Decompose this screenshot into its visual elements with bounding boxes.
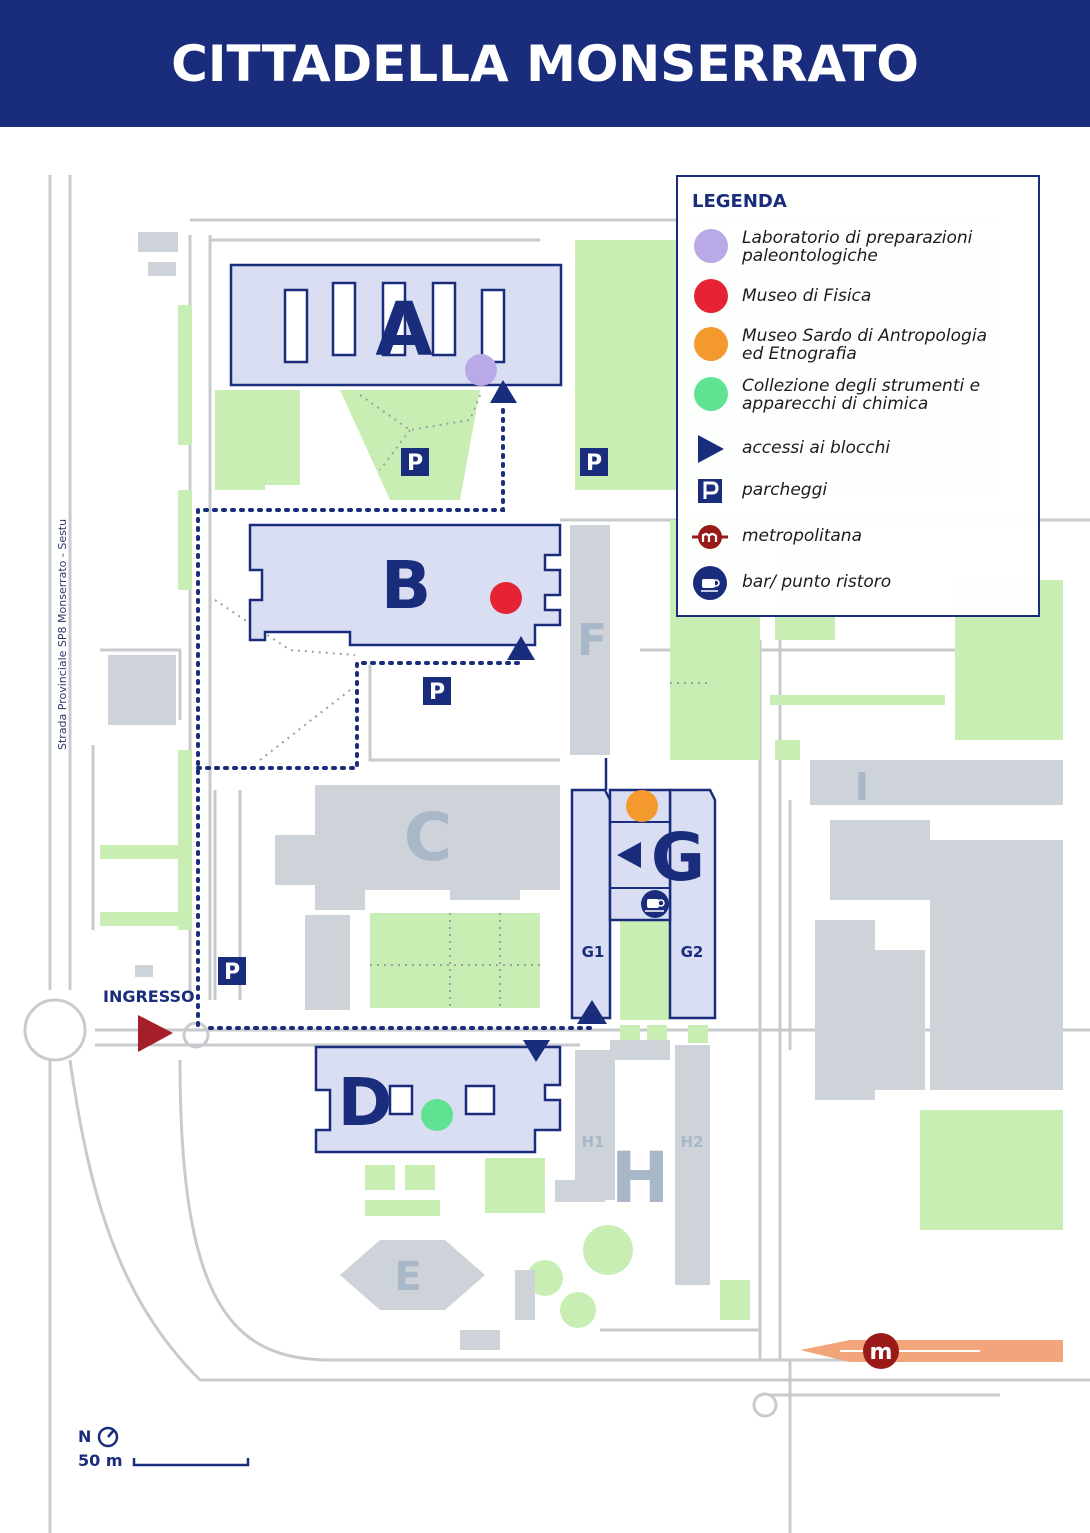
poi-physics-museum[interactable] bbox=[490, 582, 522, 614]
building-openings bbox=[283, 281, 506, 1116]
parking-markers: P P P P bbox=[218, 448, 608, 985]
legend-text: Collezione degli strumenti e bbox=[742, 376, 981, 396]
entrance-label: INGRESSO bbox=[103, 987, 195, 1006]
legend-text: paleontologiche bbox=[742, 246, 878, 266]
footpaths bbox=[214, 394, 710, 1008]
access-G-icon bbox=[577, 1000, 607, 1024]
poi-anthro-museum[interactable] bbox=[626, 790, 658, 822]
parking-icon: P bbox=[586, 451, 602, 476]
legend-text: Museo Sardo di Antropologia bbox=[742, 326, 987, 346]
label-H1: H1 bbox=[582, 1133, 605, 1151]
parking-icon: P bbox=[407, 451, 423, 476]
metro-station: m bbox=[800, 1333, 1063, 1369]
entrance-arrow-icon bbox=[138, 1015, 173, 1052]
poi-paleo-lab[interactable] bbox=[465, 354, 497, 386]
access-triangles bbox=[490, 380, 641, 1062]
label-E: E bbox=[394, 1254, 421, 1300]
roundabout-small bbox=[182, 1021, 210, 1049]
legend-item-metro: metropolitana bbox=[692, 519, 1032, 563]
legend-text: metropolitana bbox=[742, 526, 862, 546]
legend: LEGENDA Laboratorio di preparazioni pale… bbox=[676, 175, 1040, 617]
legend-item-bar: bar/ punto ristoro bbox=[692, 565, 1032, 609]
legend-text: accessi ai blocchi bbox=[742, 438, 891, 458]
legend-text: Laboratorio di preparazioni bbox=[742, 228, 973, 248]
legend-dot-anthro-museum bbox=[694, 327, 728, 361]
label-D: D bbox=[338, 1064, 393, 1141]
roundabout-south bbox=[752, 1392, 778, 1418]
page-title: CITTADELLA MONSERRATO bbox=[171, 34, 919, 93]
legend-item-paleo-lab: Laboratorio di preparazioni paleontologi… bbox=[692, 229, 1032, 273]
legend-text: Museo di Fisica bbox=[742, 286, 872, 306]
building-letters: A B C D E F G G1 G2 H H1 H2 I bbox=[338, 287, 869, 1300]
legend-dot-paleo-lab bbox=[694, 229, 728, 263]
header-banner: CITTADELLA MONSERRATO bbox=[0, 0, 1090, 127]
compass-icon bbox=[97, 1426, 119, 1448]
scale-distance: 50 m bbox=[78, 1451, 123, 1470]
access-triangle-icon bbox=[698, 435, 724, 463]
label-H2: H2 bbox=[681, 1133, 704, 1151]
parking-icon: P bbox=[429, 680, 445, 705]
legend-title: LEGENDA bbox=[692, 191, 787, 212]
label-F: F bbox=[577, 615, 607, 666]
building-G1 bbox=[570, 788, 612, 1020]
legend-text: apparecchi di chimica bbox=[742, 394, 929, 414]
road-label: Strada Provinciale SP8 Monserrato - Sest… bbox=[56, 519, 69, 750]
label-G1: G1 bbox=[582, 943, 605, 961]
north-label: N bbox=[78, 1427, 92, 1446]
label-G: G bbox=[651, 819, 705, 896]
legend-item-physics-museum: Museo di Fisica bbox=[692, 279, 1032, 323]
legend-text: parcheggi bbox=[742, 480, 828, 500]
label-H: H bbox=[611, 1137, 670, 1219]
metro-icon bbox=[692, 525, 728, 549]
grey-buildings bbox=[108, 232, 1063, 1350]
access-G-centre-icon bbox=[617, 842, 641, 868]
parking-icon: P bbox=[224, 960, 240, 985]
legend-text: ed Etnografia bbox=[742, 344, 857, 364]
building-G2 bbox=[668, 788, 717, 1020]
poi-chem-collection[interactable] bbox=[421, 1099, 453, 1131]
label-A: A bbox=[375, 287, 432, 373]
label-C: C bbox=[404, 799, 452, 876]
building-B bbox=[248, 523, 562, 647]
access-D-icon bbox=[523, 1040, 550, 1062]
legend-dot-physics-museum bbox=[694, 279, 728, 313]
parking-icon bbox=[698, 479, 722, 503]
legend-text: bar/ punto ristoro bbox=[742, 572, 892, 592]
label-I: I bbox=[855, 765, 869, 809]
scale: N 50 m bbox=[78, 1425, 258, 1475]
bar-icon[interactable] bbox=[641, 890, 669, 918]
legend-item-anthro-museum: Museo Sardo di Antropologia ed Etnografi… bbox=[692, 327, 1032, 371]
legend-item-chem-collection: Collezione degli strumenti e apparecchi … bbox=[692, 377, 1032, 421]
legend-dot-chem-collection bbox=[694, 377, 728, 411]
access-B-icon bbox=[507, 636, 535, 660]
roundabout-main bbox=[23, 998, 87, 1062]
label-B: B bbox=[381, 547, 431, 624]
access-A-icon bbox=[490, 380, 517, 403]
scale-bar bbox=[132, 1458, 250, 1467]
label-G2: G2 bbox=[681, 943, 704, 961]
legend-item-parking: parcheggi bbox=[692, 473, 1032, 517]
coffee-cup-icon bbox=[693, 566, 727, 600]
legend-item-access: accessi ai blocchi bbox=[692, 431, 1032, 475]
metro-icon: m bbox=[870, 1340, 893, 1365]
